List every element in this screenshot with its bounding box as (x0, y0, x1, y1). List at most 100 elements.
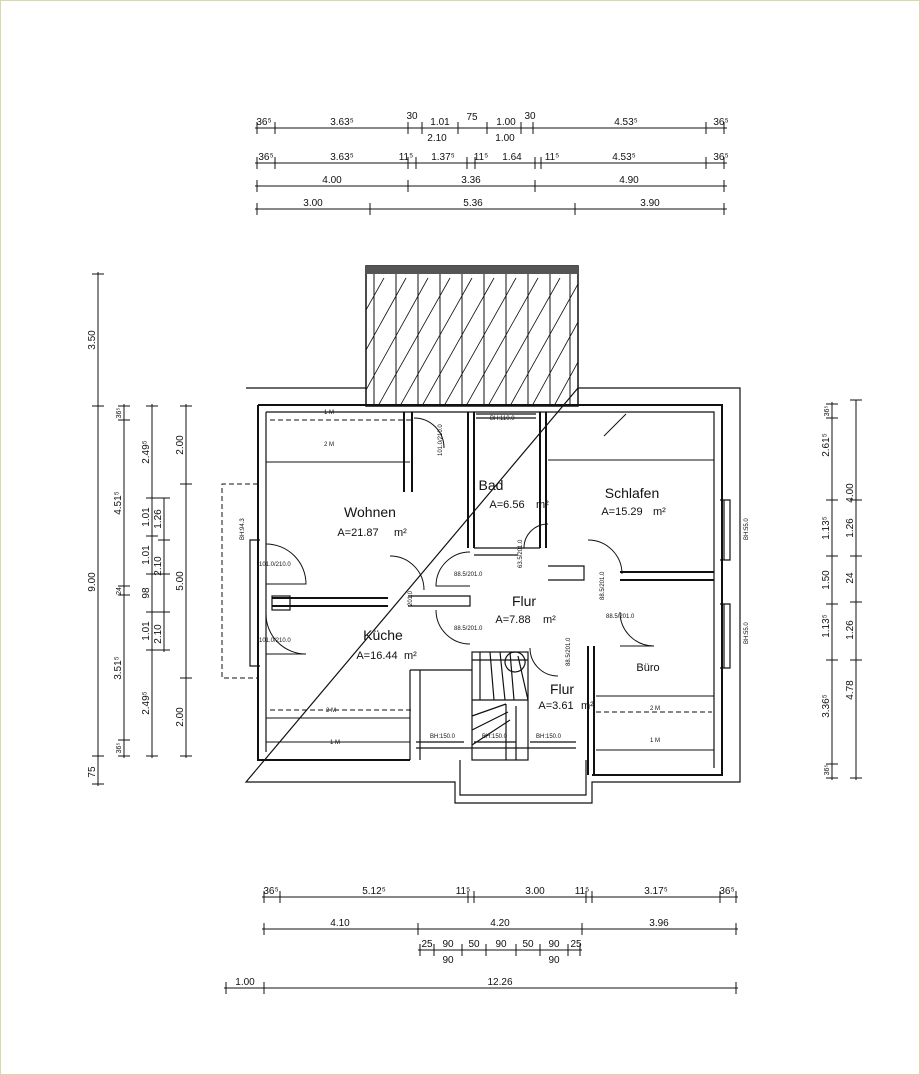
dim-bottom1-0: 36⁵ (263, 886, 278, 897)
window-k1-label: BH:150.0 (430, 734, 456, 740)
dim-top4-2: 3.90 (640, 198, 660, 209)
dim-top2-6: 11⁵ (545, 152, 560, 163)
dim-left-c-0: 1.26 (153, 509, 164, 529)
dim-left-outer-0: 3.50 (87, 330, 98, 350)
dim-left-b-0: 2.49⁵ (141, 440, 152, 464)
dim-top2-4: 11⁵ (474, 152, 489, 163)
dim-right-b-2: 24 (845, 572, 856, 584)
dim-left-a-0: 36⁵ (116, 408, 123, 419)
dim-top1-4: 75 (466, 112, 478, 123)
window-wohnen-label: BH:94.3 (240, 518, 246, 540)
door-top-label: 101.0/210.0 (438, 424, 444, 456)
dim-bottom1-5: 3.17⁵ (644, 886, 668, 897)
dim-right-a-1: 2.61⁵ (821, 433, 832, 457)
dim-top2-8: 36⁵ (713, 152, 728, 163)
dim-bottom1-2: 11⁵ (456, 886, 471, 897)
dim-bottom3-sub-1: 90 (548, 955, 560, 966)
room-flur-name: Flur (512, 593, 536, 609)
room-buero-name: Büro (636, 662, 659, 674)
room-kueche-unit: m² (404, 650, 417, 662)
dim-top1-7: 4.53⁵ (614, 117, 638, 128)
room-flur-unit: m² (543, 614, 556, 626)
dim-top1-3: 1.01 (430, 117, 450, 128)
dim-left-d-0: 2.00 (175, 435, 186, 455)
dim-top2-2: 11⁵ (399, 152, 414, 163)
dim-bottom4-0: 1.00 (235, 977, 255, 988)
dim-top3-2: 4.90 (619, 175, 639, 186)
dim-right-a-0: 36⁵ (824, 406, 831, 417)
door-wohnen-flur-label: 88.5/201.0 (454, 572, 483, 578)
dim-left-b-4: 1.01 (141, 621, 152, 641)
dim-bottom1-6: 36⁵ (719, 886, 734, 897)
door-swings (265, 417, 655, 677)
dim-top4-0: 3.00 (303, 198, 323, 209)
dim-bottom3-1: 90 (442, 939, 454, 950)
dim-left-a-3: 3.51⁵ (113, 656, 124, 680)
wall-center-label: 201.0 (408, 590, 414, 606)
dim-bottom1-1: 5.12⁵ (362, 886, 386, 897)
dim-top1-sub-1: 1.00 (495, 133, 515, 144)
dim-left-c-2: 2.10 (153, 624, 164, 644)
dim-bottom3-5: 90 (548, 939, 560, 950)
dim-top2-0: 36⁵ (258, 152, 273, 163)
balcony (365, 265, 579, 407)
dim-bottom3-sub-0: 90 (442, 955, 454, 966)
dim-bottom3-0: 25 (421, 939, 433, 950)
dim-right-a-2: 1.13⁵ (821, 516, 832, 540)
door-kueche-label: 101.0/210.0 (259, 638, 291, 644)
door-wohnen-label: 101.0/210.0 (259, 562, 291, 568)
room-schlafen-unit: m² (653, 506, 666, 518)
room-bad-area: A=6.56 (489, 499, 524, 511)
dim-top1-sub-0: 2.10 (427, 133, 447, 144)
room-flur2-name: Flur (550, 681, 574, 697)
door-bad-label: 63.5/201.0 (518, 539, 524, 568)
dim-top2-5: 1.64 (502, 152, 522, 163)
dim-top1-0: 36⁵ (256, 117, 271, 128)
dim-left-outer-1: 9.00 (87, 572, 98, 592)
dim-top2-1: 3.63⁵ (330, 152, 354, 163)
dim-top4-1: 5.36 (463, 198, 483, 209)
dim-top1-1: 3.63⁵ (330, 117, 354, 128)
room-wohnen-area: A=21.87 (337, 527, 378, 539)
dim-right-b-4: 4.78 (845, 680, 856, 700)
window-buero-label: BH:55.0 (744, 622, 750, 644)
left-dimensions: 3.50 9.00 75 36⁵ 4.51⁵ 24 3.51⁵ 36⁵ 2.49… (87, 272, 192, 786)
dim-top3-0: 4.00 (322, 175, 342, 186)
window-k3-label: BH:150.0 (536, 734, 562, 740)
dim-right-b-3: 1.26 (845, 620, 856, 640)
dim-left-b-3: 98 (141, 587, 152, 599)
room-labels: Wohnen A=21.87 m² Küche A=16.44 m² Bad A… (337, 477, 666, 712)
dim-left-d-2: 2.00 (175, 707, 186, 727)
right-dimensions: 36⁵ 2.61⁵ 1.13⁵ 1.50 1.13⁵ 3.36⁵ 36⁵ 4.0… (821, 399, 862, 780)
window-schlafen-label: BH:55.0 (744, 518, 750, 540)
dim-right-a-3: 1.50 (821, 570, 832, 590)
room-schlafen-area: A=15.29 (601, 506, 642, 518)
dim-bottom1-4: 11⁵ (575, 886, 590, 897)
dim-right-b-0: 4.00 (845, 483, 856, 503)
room-bad-unit: m² (536, 499, 549, 511)
dim-top1-2: 30 (406, 111, 418, 122)
dim-left-a-4: 36⁵ (116, 743, 123, 754)
dim-bottom1-3: 3.00 (525, 886, 545, 897)
room-schlafen-name: Schlafen (605, 485, 659, 501)
dim-left-b-2: 1.01 (141, 545, 152, 565)
room-wohnen-name: Wohnen (344, 504, 396, 520)
opening-labels: 101.0/210.0 101.0/210.0 BH:94.3 101.0/21… (240, 410, 750, 746)
dim-bottom2-2: 3.96 (649, 918, 669, 929)
dim-left-outer-2: 75 (87, 766, 98, 778)
height-1m-2: 1 M (330, 740, 340, 746)
dim-right-a-6: 36⁵ (824, 765, 831, 776)
dim-bottom2-1: 4.20 (490, 918, 510, 929)
dim-left-b-5: 2.49⁵ (141, 691, 152, 715)
door-schlafen-label: 88.5/201.0 (600, 571, 606, 600)
dim-left-a-1: 4.51⁵ (113, 491, 124, 515)
room-kueche-name: Küche (363, 627, 403, 643)
window-k2-label: BH:150.0 (482, 734, 508, 740)
room-flur2-area: A=3.61 (538, 700, 573, 712)
dim-top1-6: 30 (524, 111, 536, 122)
dim-top3-1: 3.36 (461, 175, 481, 186)
dim-bottom4-1: 12.26 (487, 977, 512, 988)
dim-right-b-1: 1.26 (845, 518, 856, 538)
